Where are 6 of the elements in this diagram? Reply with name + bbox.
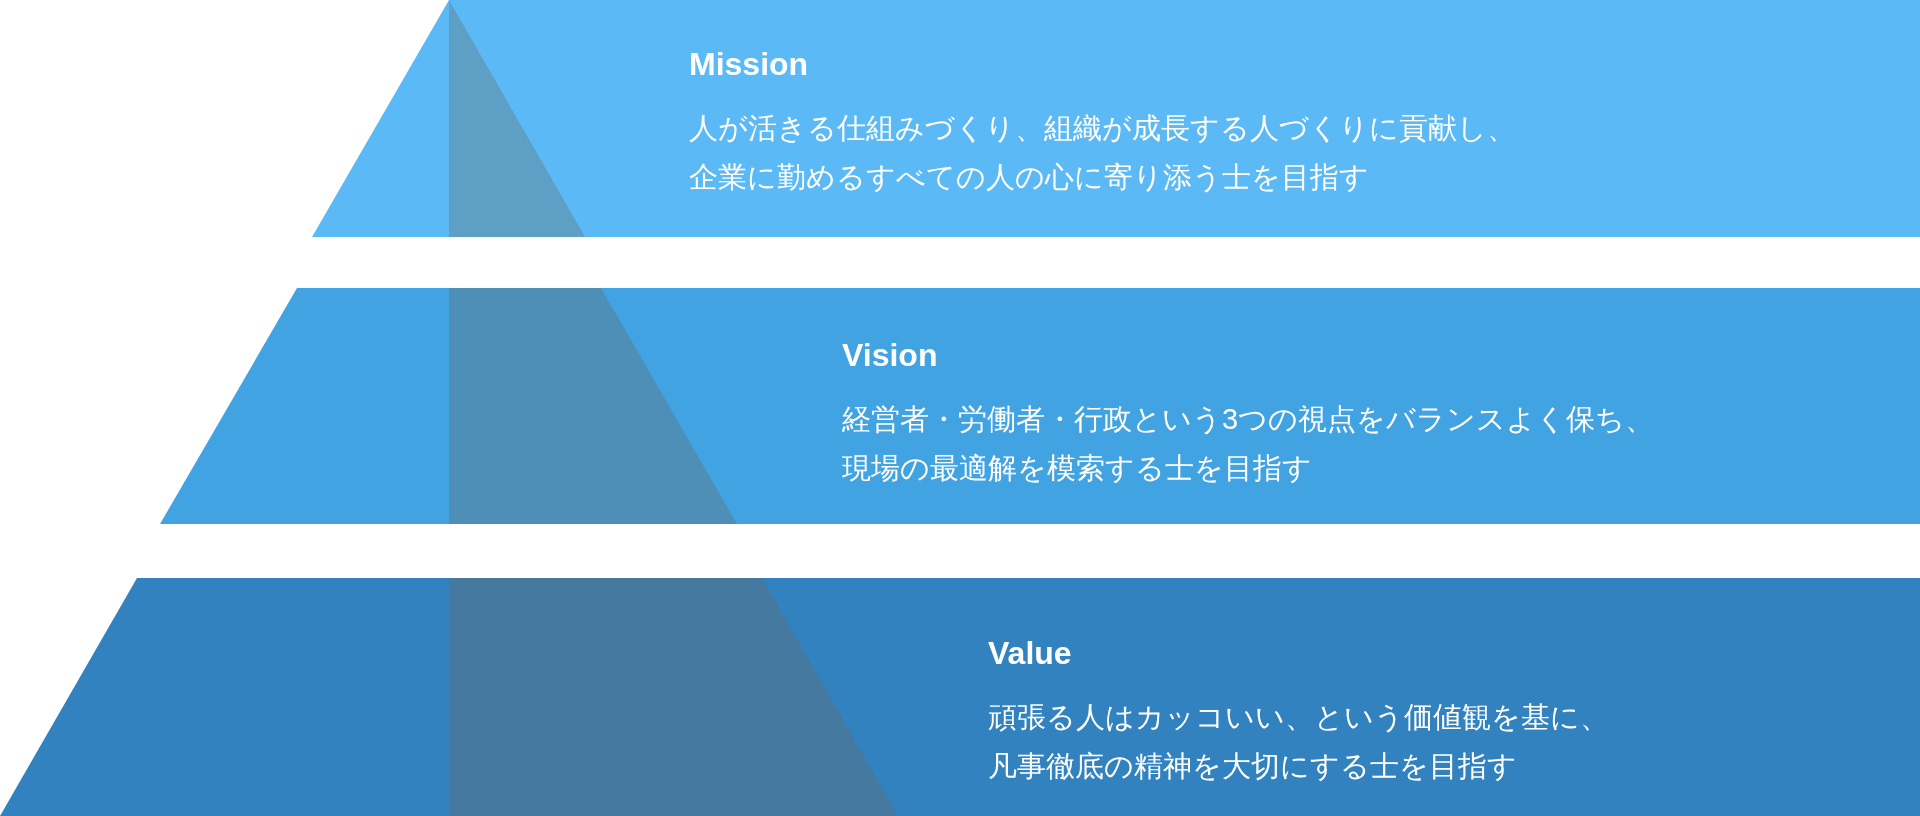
- tier-title: Mission: [689, 45, 809, 84]
- tier-title: Value: [988, 634, 1072, 673]
- tier-description: 頑張る人はカッコいい、という価値観を基に、凡事徹底の精神を大切にする士を目指す: [988, 700, 1610, 784]
- tier-title: Vision: [842, 336, 938, 375]
- tier-description: 人が活きる仕組みづくり、組織が成長する人づくりに貢献し、企業に勤めるすべての人の心に寄り添う士を目指す: [689, 111, 1517, 195]
- tier-description: 経営者・労働者・行政という3つの視点をバランスよく保ち、現場の最適解を模索する士を目指す: [842, 402, 1656, 486]
